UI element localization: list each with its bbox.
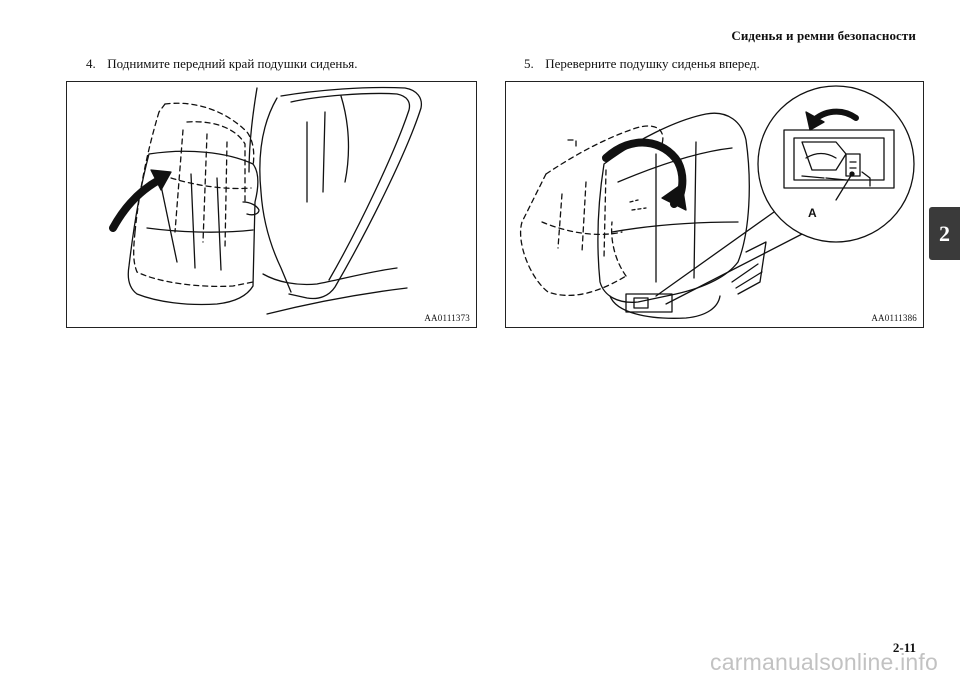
step-text: Переверните подушку сиденья вперед. xyxy=(545,56,760,71)
step-text: Поднимите передний край подушки сиденья. xyxy=(107,56,358,71)
seat-cushion-lift-illustration xyxy=(109,86,423,315)
step-4-instruction: 4. Поднимите передний край подушки сиден… xyxy=(86,56,358,72)
watermark: carmanualsonline.info xyxy=(710,649,938,675)
callout-label-a: A xyxy=(808,206,817,220)
step-5-instruction: 5. Переверните подушку сиденья вперед. xyxy=(524,56,760,72)
section-title: Сиденья и ремни безопасности xyxy=(731,28,916,43)
step-number: 5. xyxy=(524,56,534,71)
seat-cushion-lift-figure: AA0111373 xyxy=(66,81,477,328)
figure-code: AA0111386 xyxy=(871,313,917,323)
seat-cushion-flip-illustration xyxy=(520,85,915,319)
seat-cushion-flip-figure: A AA0111386 xyxy=(505,81,924,328)
figure-code: AA0111373 xyxy=(424,313,470,323)
step-number: 4. xyxy=(86,56,96,71)
page-number: 2-11 xyxy=(892,640,916,655)
chapter-tab: 2 xyxy=(929,207,960,260)
